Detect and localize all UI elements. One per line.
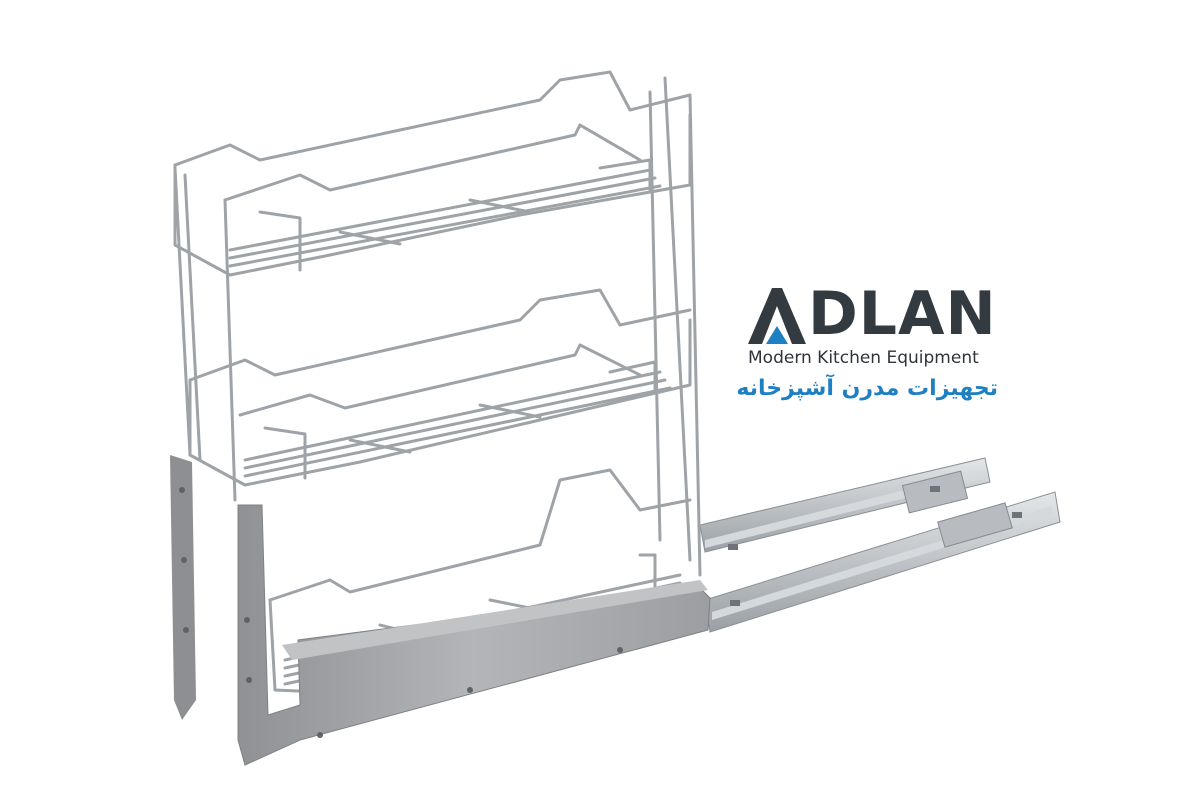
brand-tagline: Modern Kitchen Equipment bbox=[748, 348, 979, 368]
mounting-panel bbox=[170, 455, 711, 766]
panel-hole-8 bbox=[617, 647, 623, 653]
rail-slot-3 bbox=[1012, 512, 1022, 518]
panel-hole-5 bbox=[246, 677, 252, 683]
panel-hole-1 bbox=[179, 487, 185, 493]
rail-slot-4 bbox=[930, 486, 940, 492]
brand-tagline-persian: تجهیزات مدرن آشپزخانه bbox=[736, 376, 998, 401]
panel-hole-4 bbox=[244, 617, 250, 623]
brand-a-mark-icon bbox=[748, 288, 806, 344]
rail-slot-1 bbox=[728, 544, 738, 550]
brand-logo: DLAN Modern Kitchen Equipment تجهیزات مد… bbox=[736, 282, 998, 401]
panel-hole-2 bbox=[181, 557, 187, 563]
front-panel bbox=[237, 504, 711, 766]
panel-hole-6 bbox=[317, 732, 323, 738]
rail-slot-2 bbox=[730, 600, 740, 606]
tray-top bbox=[282, 580, 708, 660]
rail-bracket-2 bbox=[937, 502, 1013, 548]
brand-wordmark: DLAN bbox=[748, 282, 998, 344]
brand-name-text: DLAN bbox=[808, 279, 997, 349]
slide-rails bbox=[699, 457, 1061, 633]
side-panel bbox=[170, 455, 196, 720]
panel-hole-7 bbox=[467, 687, 473, 693]
panel-hole-3 bbox=[183, 627, 189, 633]
